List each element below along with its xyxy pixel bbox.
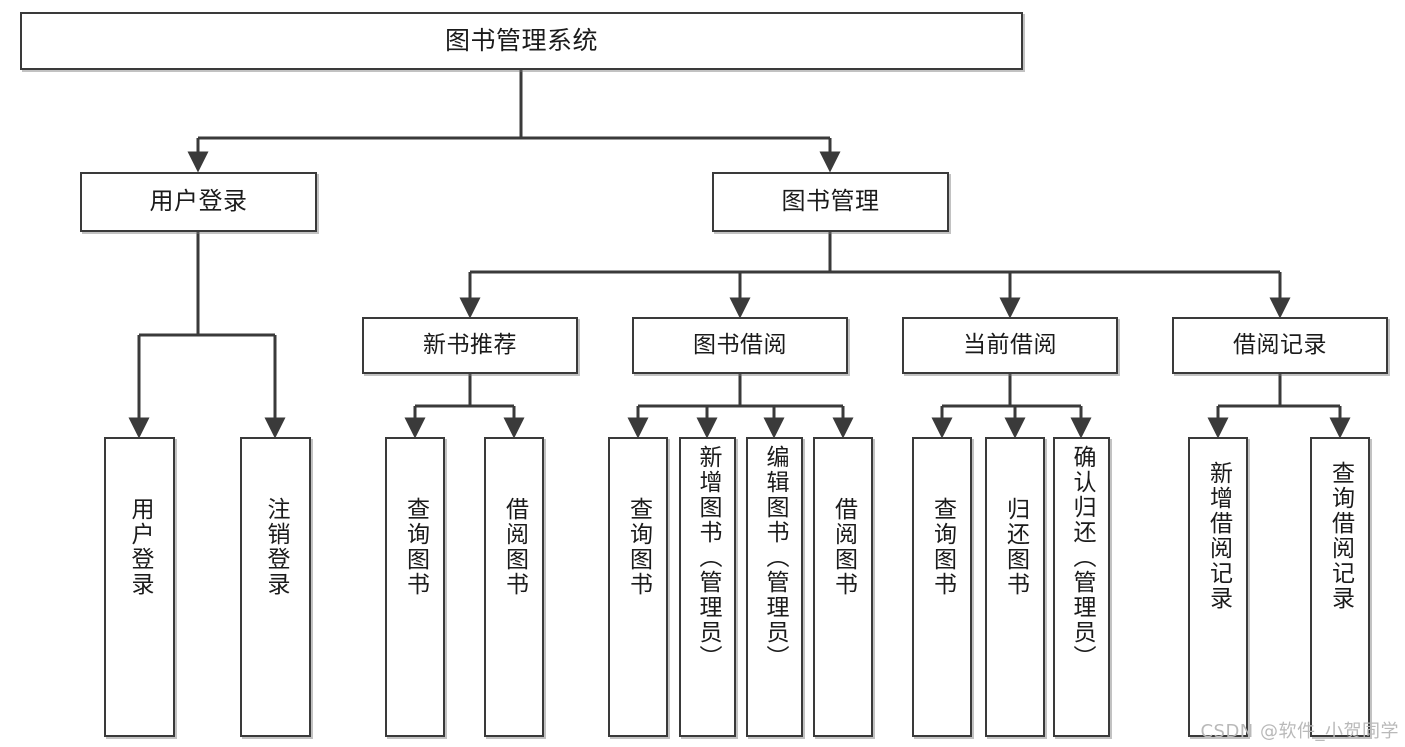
node-leaf-add-record[interactable]: 新增借阅记录 (1188, 437, 1248, 737)
node-leaf-query-book-1-label: 查询图书 (402, 497, 429, 597)
node-user-login[interactable]: 用户登录 (80, 172, 317, 232)
node-root[interactable]: 图书管理系统 (20, 12, 1023, 70)
node-leaf-user-logout[interactable]: 注销登录 (240, 437, 311, 737)
node-borrow-record-label: 借阅记录 (1233, 332, 1327, 359)
node-leaf-query-record-label: 查询借阅记录 (1327, 461, 1354, 611)
node-leaf-borrow-book-2-label: 借阅图书 (830, 497, 857, 597)
node-user-login-label: 用户登录 (149, 187, 248, 216)
node-leaf-edit-book[interactable]: 编辑图书（管理员） (746, 437, 803, 737)
node-leaf-borrow-book-1-label: 借阅图书 (501, 497, 528, 597)
node-leaf-query-book-3[interactable]: 查询图书 (912, 437, 972, 737)
node-borrow-record[interactable]: 借阅记录 (1172, 317, 1388, 374)
node-leaf-confirm-return-label: 确认归还（管理员） (1069, 445, 1095, 670)
node-new-book-rec[interactable]: 新书推荐 (362, 317, 578, 374)
node-book-manage-label: 图书管理 (781, 187, 880, 216)
node-leaf-confirm-return[interactable]: 确认归还（管理员） (1053, 437, 1110, 737)
node-leaf-borrow-book-2[interactable]: 借阅图书 (813, 437, 873, 737)
node-root-label: 图书管理系统 (444, 25, 598, 55)
node-current-borrow[interactable]: 当前借阅 (902, 317, 1118, 374)
node-leaf-user-logout-label: 注销登录 (263, 497, 289, 597)
node-leaf-query-book-2-label: 查询图书 (625, 497, 652, 597)
csdn-watermark: CSDN @软件_小贺同学 (1200, 721, 1399, 742)
node-leaf-return-book[interactable]: 归还图书 (985, 437, 1045, 737)
node-book-borrow-label: 图书借阅 (693, 332, 787, 359)
node-leaf-user-login[interactable]: 用户登录 (104, 437, 175, 737)
node-book-borrow[interactable]: 图书借阅 (632, 317, 848, 374)
node-leaf-return-book-label: 归还图书 (1002, 497, 1029, 597)
node-leaf-edit-book-label: 编辑图书（管理员） (762, 445, 788, 670)
node-book-manage[interactable]: 图书管理 (712, 172, 949, 232)
node-leaf-query-record[interactable]: 查询借阅记录 (1310, 437, 1370, 737)
node-leaf-add-book[interactable]: 新增图书（管理员） (679, 437, 736, 737)
node-leaf-query-book-1[interactable]: 查询图书 (385, 437, 445, 737)
node-new-book-rec-label: 新书推荐 (423, 332, 517, 359)
node-leaf-user-login-label: 用户登录 (127, 497, 153, 597)
node-current-borrow-label: 当前借阅 (963, 332, 1057, 359)
node-leaf-query-book-2[interactable]: 查询图书 (608, 437, 668, 737)
node-leaf-add-book-label: 新增图书（管理员） (695, 445, 721, 670)
node-leaf-add-record-label: 新增借阅记录 (1205, 461, 1232, 611)
node-leaf-borrow-book-1[interactable]: 借阅图书 (484, 437, 544, 737)
node-leaf-query-book-3-label: 查询图书 (929, 497, 956, 597)
